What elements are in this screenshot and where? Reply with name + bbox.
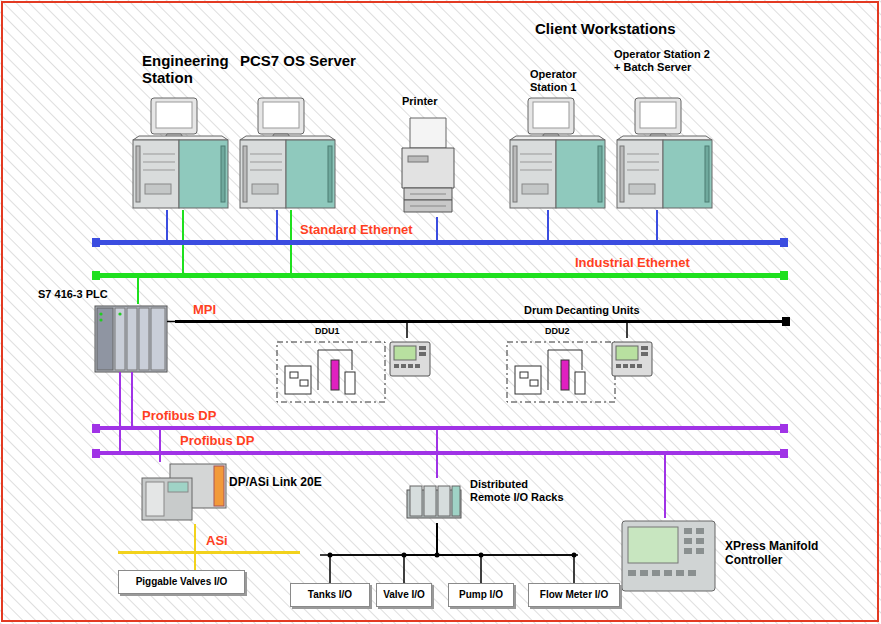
node-label: DDU2 [545,326,570,336]
network-cable [404,523,437,583]
workstation: Engineering Station [130,48,240,210]
node-label: Valve I/O [383,589,425,601]
network-cable [119,372,121,451]
network-cable [194,524,196,551]
printer-icon [402,118,454,212]
network-cable [626,323,628,338]
bus-label: MPI [193,303,216,318]
node-label: Pump I/O [459,589,503,601]
link-module: DP/ASi Link 20E [140,462,330,524]
network-cable [437,523,481,583]
node-label: S7 416-3 PLC [38,288,108,301]
network-cable [437,523,574,583]
network-cable [276,210,278,240]
bus-label: Profibus DP [180,434,254,449]
computer-icon [133,98,228,208]
printer: Printer [398,95,460,217]
decanting-unit-drawing [277,342,430,402]
network-cable [159,430,161,462]
io-box: Piggable Valves I/O [118,570,245,594]
workstation: PCS7 OS Server [238,48,396,210]
node-label: DP/ASi Link 20E [229,476,322,490]
plc-rack: S7 416-3 PLC [95,304,167,372]
network-cable [131,372,133,426]
network-cable [547,210,549,240]
network-bus: Industrial Ethernet [100,273,780,278]
workstation: Operator Station 1 [508,62,608,210]
junction-dot [328,553,333,558]
bus-label: Industrial Ethernet [575,256,690,271]
computer-icon [240,98,335,208]
network-cable [664,455,666,518]
network-cable [436,217,438,240]
computer-icon [510,98,605,208]
junction-dot [572,553,577,558]
bus-label: Profibus DP [142,409,216,424]
network-bus: Profibus DP [100,426,780,430]
network-cable [194,554,196,570]
network-cable [167,321,175,323]
decanting-unit-drawing [507,342,652,402]
junction-dot [479,553,484,558]
bus-label: Standard Ethernet [300,223,413,238]
group-heading: Client Workstations [535,20,676,37]
remote-io: Distributed Remote I/O Racks [405,478,565,523]
bus-label: ASi [206,534,228,549]
workstation: Operator Station 2 + Batch Server [612,44,716,210]
network-cable [406,323,408,338]
network-cable [166,210,168,240]
network-cable [330,523,437,583]
manifold-panel [622,521,715,591]
network-bus: Profibus DP [100,451,780,455]
node-label: XPress Manifold Controller [725,540,820,568]
io-box: Valve I/O [376,583,432,607]
junction-dot [402,553,407,558]
remote-io-rack [407,486,461,518]
network-bus: MPI [175,320,782,323]
node-label: PCS7 OS Server [240,52,356,69]
node-label: Operator Station 2 + Batch Server [614,48,716,73]
node-label: Flow Meter I/O [540,589,608,601]
network-bus: Standard Ethernet [100,240,780,245]
node-label: Operator Station 1 [530,68,592,93]
node-label: Engineering Station [142,52,242,87]
computer-icon [617,98,712,208]
node-label: Piggable Valves I/O [136,576,228,588]
node-label: DDU1 [315,326,340,336]
decanting-unit: DDU2 [505,338,655,406]
decanting-unit: DDU1 [275,338,435,406]
node-label: Printer [402,95,437,108]
network-cable [137,278,139,304]
node-label: Distributed Remote I/O Racks [470,478,570,503]
node-label: Tanks I/O [308,589,352,601]
io-box: Flow Meter I/O [528,583,620,607]
network-bus: ASi [118,551,300,554]
manifold-controller: XPress Manifold Controller [622,518,822,593]
group-label: Drum Decanting Units [524,304,640,316]
network-cable [656,210,658,240]
io-box: Tanks I/O [290,583,370,607]
plc-rack [95,306,167,372]
io-box: Pump I/O [448,583,514,607]
link-module [142,464,226,520]
